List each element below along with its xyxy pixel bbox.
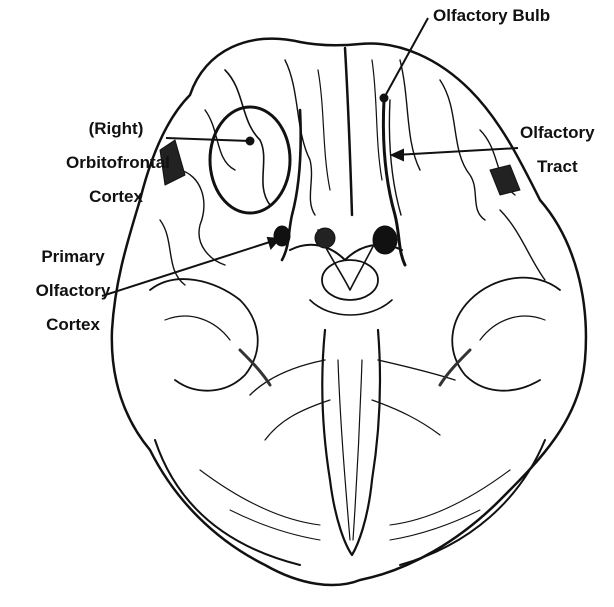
temporal-lobe-right [452,278,560,391]
temporal-lobe-left [150,279,258,391]
cerebellum [155,440,545,565]
label-olfactory-tract-line1: Olfactory [520,116,595,150]
longitudinal-fissure [345,48,352,215]
label-olfactory-tract-line2: Tract [520,150,595,184]
label-poc-line1: Primary [28,240,118,274]
poc-pointer-line [102,240,276,296]
ofc-pointer-line [166,138,250,141]
bulb-pointer-line [384,18,428,98]
label-poc-line2: Olfactory [28,274,118,308]
label-olfactory-tract: Olfactory Tract [520,116,595,184]
label-olfactory-bulb-text: Olfactory Bulb [433,4,550,28]
label-olfactory-bulb: Olfactory Bulb [433,4,550,28]
label-primary-olfactory-cortex: Primary Olfactory Cortex [28,240,118,342]
label-ofc-line3: Cortex [66,180,166,214]
label-orbitofrontal-cortex: (Right) Orbitofrontal Cortex [66,112,166,214]
label-ofc-line2: Orbitofrontal [66,146,166,180]
orbitofrontal-ellipse [210,107,290,213]
label-ofc-line1: (Right) [66,112,166,146]
brainstem [322,330,380,555]
label-poc-line3: Cortex [28,308,118,342]
